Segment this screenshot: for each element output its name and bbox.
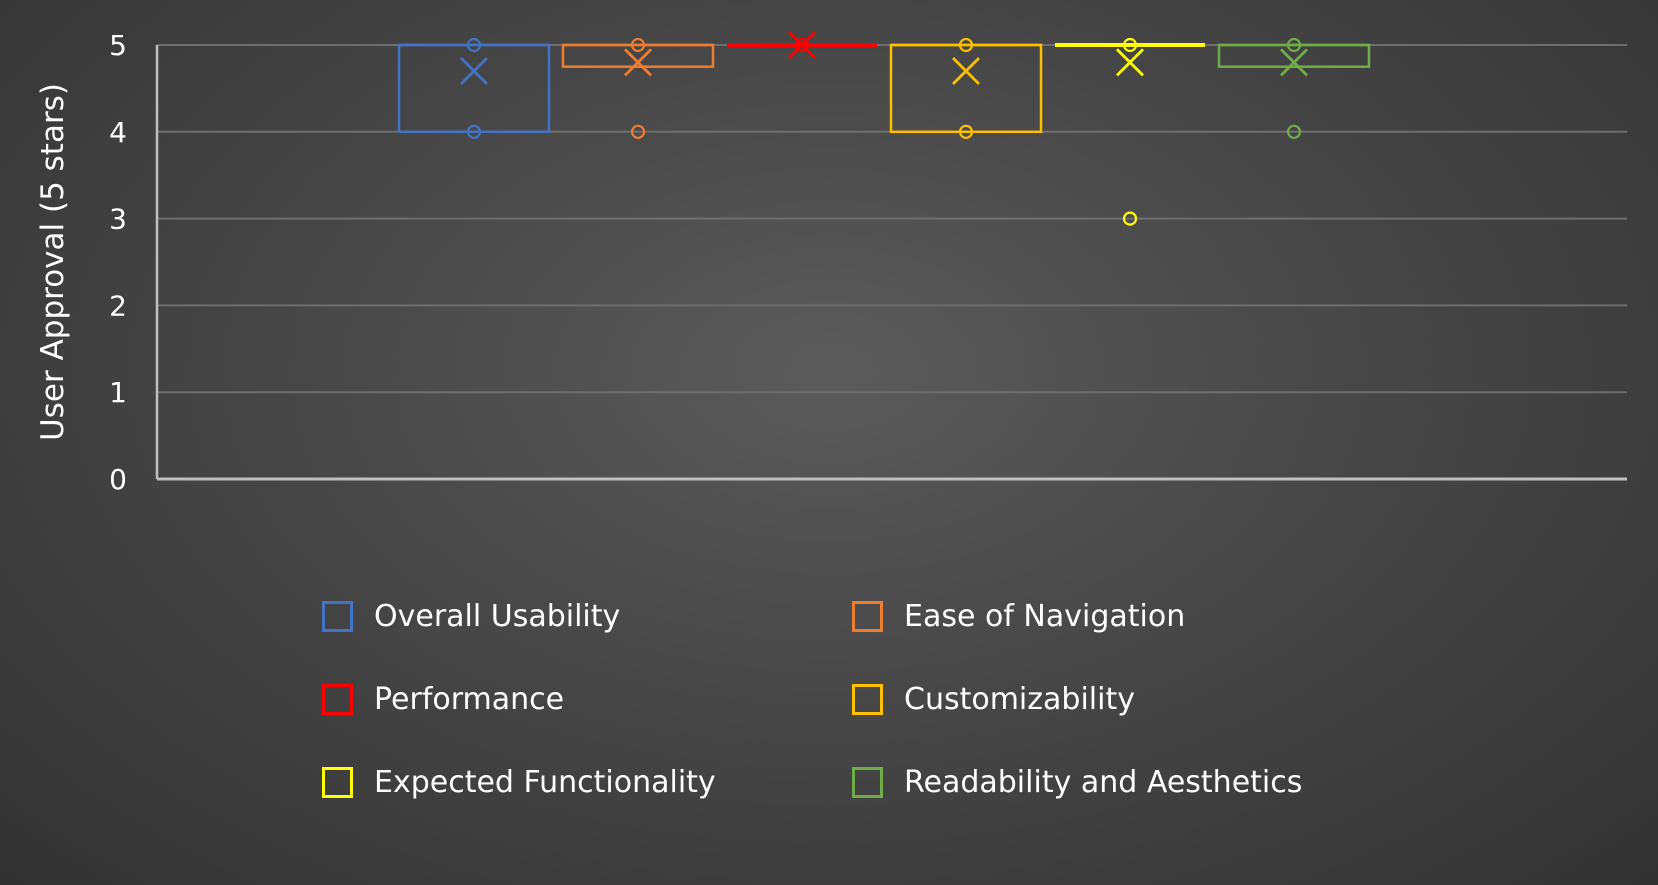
box-body — [889, 43, 1043, 134]
box-series — [397, 31, 1371, 226]
data-point — [958, 124, 974, 139]
mean-marker — [788, 31, 816, 59]
legend-label: Performance — [374, 681, 565, 717]
mean-marker — [952, 57, 980, 86]
y-tick-label-0: 0 — [109, 463, 127, 496]
y-axis-title: User Approval (5 stars) — [35, 83, 71, 441]
mean-marker — [1280, 48, 1308, 77]
outlier-point — [1122, 211, 1138, 226]
legend-item-customizability: Customizability — [852, 679, 1135, 719]
legend-label: Customizability — [904, 681, 1135, 717]
legend-swatch — [322, 766, 353, 798]
y-tick-label-4: 4 — [109, 116, 127, 149]
y-tick-label-1: 1 — [109, 376, 127, 409]
legend-swatch — [852, 600, 883, 632]
box-overall-usability — [397, 37, 551, 139]
box-expected-functionality — [1055, 37, 1205, 226]
y-tick-label-2: 2 — [109, 289, 127, 322]
box-performance — [727, 31, 877, 59]
legend-item-performance: Performance — [322, 679, 564, 719]
data-point — [466, 124, 482, 139]
box-customizability — [889, 37, 1043, 139]
outlier-point — [1286, 124, 1302, 139]
legend-swatch — [322, 600, 353, 632]
legend-label: Readability and Aesthetics — [904, 764, 1303, 800]
box-body — [397, 43, 551, 134]
mean-marker — [460, 57, 488, 86]
y-tick-label-3: 3 — [109, 203, 127, 236]
legend-label: Expected Functionality — [374, 764, 716, 800]
axes — [155, 45, 1627, 481]
data-point — [1122, 37, 1138, 53]
legend-item-overall-usability: Overall Usability — [322, 596, 620, 636]
legend-swatch — [852, 683, 883, 715]
box-readability-and-aesthetics — [1217, 37, 1371, 139]
legend-item-readability-and-aesthetics: Readability and Aesthetics — [852, 762, 1302, 802]
legend-label: Ease of Navigation — [904, 598, 1186, 634]
legend-item-expected-functionality: Expected Functionality — [322, 762, 716, 802]
data-point — [630, 37, 646, 53]
legend-swatch — [322, 683, 353, 715]
data-point — [1286, 37, 1302, 53]
legend-swatch — [852, 766, 883, 798]
legend-item-ease-of-navigation: Ease of Navigation — [852, 596, 1185, 636]
y-tick-labels: 0 1 2 3 4 5 — [109, 29, 127, 496]
mean-marker — [1116, 48, 1144, 77]
y-tick-label-5: 5 — [109, 29, 127, 62]
data-point — [466, 37, 482, 53]
legend-label: Overall Usability — [374, 598, 621, 634]
box-ease-of-navigation — [561, 37, 715, 139]
data-point — [958, 37, 974, 53]
mean-marker — [624, 48, 652, 77]
outlier-point — [630, 124, 646, 139]
data-point — [794, 37, 810, 53]
